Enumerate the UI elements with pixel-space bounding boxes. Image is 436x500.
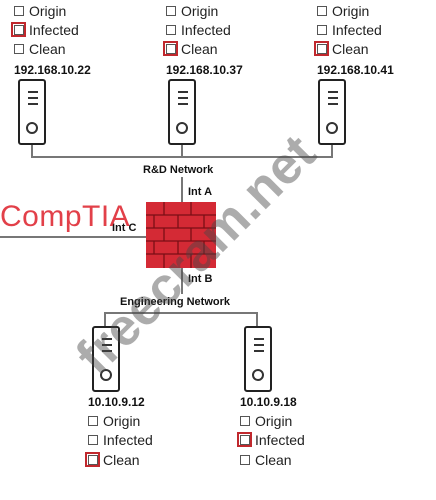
int-a-label: Int A	[188, 186, 213, 198]
checkbox-infected[interactable]	[11, 22, 26, 37]
host-ip: 192.168.10.37	[166, 63, 243, 77]
link-rd-3	[331, 145, 333, 157]
link-eng-2	[256, 312, 258, 326]
checkbox-origin[interactable]	[14, 6, 24, 16]
option-infected[interactable]: Infected	[317, 21, 382, 39]
checkbox-infected[interactable]	[88, 435, 98, 445]
option-origin[interactable]: Origin	[88, 412, 140, 430]
server-icon	[92, 326, 120, 392]
link-int-c	[0, 236, 148, 238]
option-origin[interactable]: Origin	[240, 412, 292, 430]
checkbox-clean[interactable]	[163, 41, 178, 56]
int-b-label: Int B	[188, 273, 213, 285]
checkbox-origin[interactable]	[240, 416, 250, 426]
link-rd-1	[31, 145, 33, 157]
checkbox-infected[interactable]	[166, 25, 176, 35]
checkbox-clean[interactable]	[85, 452, 100, 467]
checkbox-origin[interactable]	[166, 6, 176, 16]
option-infected[interactable]: Infected	[166, 21, 231, 39]
host-ip: 192.168.10.22	[14, 63, 91, 77]
option-origin[interactable]: Origin	[14, 2, 66, 20]
link-rd-2	[181, 145, 183, 157]
host-ip: 192.168.10.41	[317, 63, 394, 77]
server-icon	[18, 79, 46, 145]
option-infected[interactable]: Infected	[237, 431, 305, 449]
option-infected[interactable]: Infected	[88, 431, 153, 449]
option-clean[interactable]: Clean	[14, 40, 66, 58]
checkbox-clean[interactable]	[14, 44, 24, 54]
eng-network-bus	[104, 312, 258, 314]
server-icon	[244, 326, 272, 392]
option-origin[interactable]: Origin	[166, 2, 218, 20]
uplink-int-a	[181, 177, 183, 203]
downlink-int-b	[181, 268, 183, 294]
checkbox-clean[interactable]	[240, 455, 250, 465]
option-clean[interactable]: Clean	[314, 40, 369, 58]
host-ip: 10.10.9.12	[88, 395, 145, 409]
option-clean[interactable]: Clean	[240, 451, 292, 469]
option-clean[interactable]: Clean	[163, 40, 218, 58]
link-eng-1	[104, 312, 106, 326]
server-icon	[318, 79, 346, 145]
eng-network-label: Engineering Network	[120, 296, 231, 308]
checkbox-infected[interactable]	[317, 25, 327, 35]
checkbox-clean[interactable]	[314, 41, 329, 56]
option-infected[interactable]: Infected	[11, 21, 79, 39]
int-c-label: Int C	[112, 222, 137, 234]
checkbox-origin[interactable]	[317, 6, 327, 16]
host-ip: 10.10.9.18	[240, 395, 297, 409]
checkbox-origin[interactable]	[88, 416, 98, 426]
option-origin[interactable]: Origin	[317, 2, 369, 20]
server-icon	[168, 79, 196, 145]
option-clean[interactable]: Clean	[85, 451, 140, 469]
rd-network-bus	[31, 156, 333, 158]
checkbox-infected[interactable]	[237, 432, 252, 447]
firewall-icon	[146, 202, 216, 268]
brand-watermark: CompTIA	[0, 200, 131, 233]
rd-network-label: R&D Network	[143, 164, 214, 176]
